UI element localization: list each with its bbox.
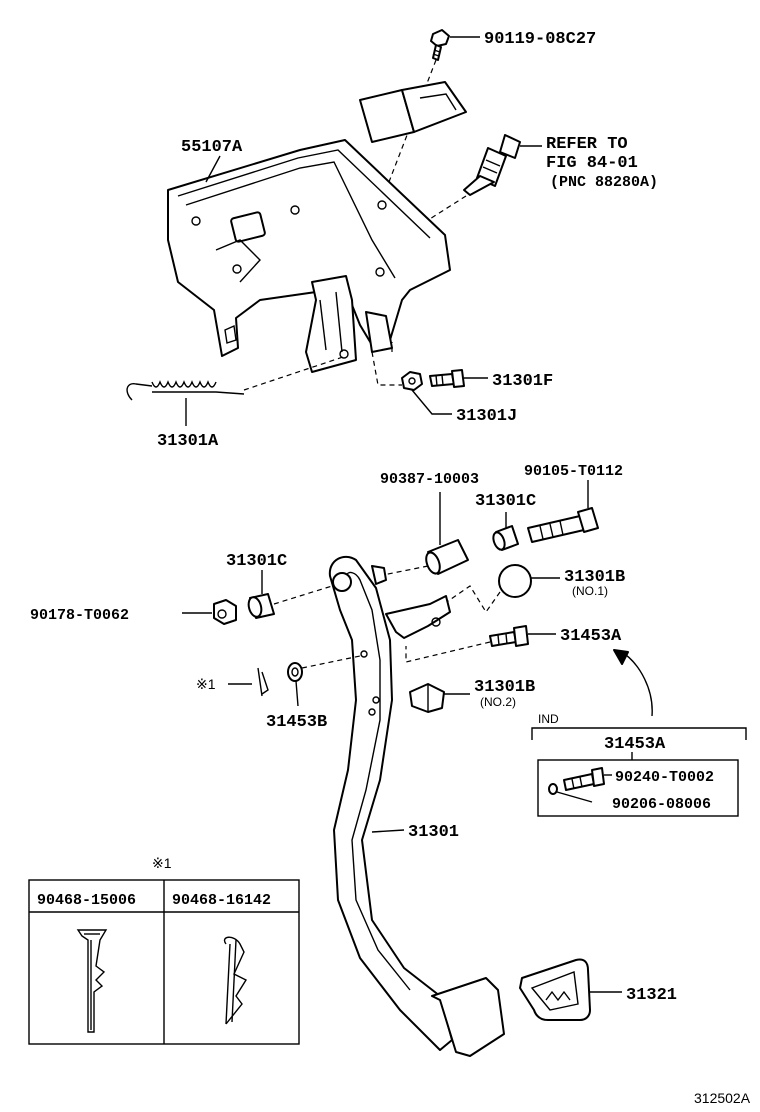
label-bolt-top: 90119-08C27 [484,30,596,49]
washer-31453b-icon [287,662,303,682]
cushion-31301b-no1-icon [498,564,532,598]
label-washer-b: 31453B [266,713,327,732]
label-stopper-b2-note: (NO.2) [480,695,516,709]
clip-90468-16142-icon [223,936,248,1025]
pedal-pad-31321-icon [519,958,591,1021]
figure-id: 312502A [694,1090,751,1106]
label-pin-90387: 90387-10003 [380,471,479,488]
label-pedal-arm: 31301 [408,823,459,842]
label-bush-c-left: 31301C [226,552,287,571]
sleeve-90387-icon [425,539,469,575]
washer-90206-icon [548,783,558,795]
label-bracket: 55107A [181,138,243,157]
label-clip-ref: ※1 [196,676,216,692]
return-spring-31301a-icon [126,380,245,401]
label-ind: IND [538,712,559,726]
nut-31301j-icon [401,371,423,391]
label-bush-c-right: 31301C [475,492,536,511]
clip-90468-15006-icon [76,929,108,1033]
nut-90178-icon [213,599,237,625]
label-nut-90178: 90178-T0062 [30,607,129,624]
ind-box [537,759,739,817]
bolt-90240-icon [563,767,605,791]
clip-icon [257,667,269,697]
switch-bracket-icon [359,81,467,143]
label-spring: 31301A [157,432,219,451]
bolt-90105-icon [527,507,599,543]
label-cushion-b1: 31301B [564,568,625,587]
label-clip-table-ref: ※1 [152,855,172,871]
label-refer-pnc: (PNC 88280A) [550,174,658,191]
label-pad: 31321 [626,986,677,1005]
label-bolt-90105: 90105-T0112 [524,463,623,480]
pedal-bracket-55107a-icon [167,139,451,373]
bolt-31301f-icon [429,369,465,388]
stopper-31301b-no2-icon [409,683,445,713]
label-ind-washer: 90206-08006 [612,796,711,813]
bush-31301c-right-icon [492,525,519,551]
bolt-31453a-icon [489,625,529,647]
label-refer-fig: FIG 84-01 [546,154,638,173]
label-bolt-f: 31301F [492,372,553,391]
label-clip-a: 90468-15006 [37,892,136,909]
bolt-90119-icon [430,29,450,61]
bush-31301c-left-icon [247,593,275,619]
label-stopper-b2: 31301B [474,678,535,697]
label-cushion-b1-note: (NO.1) [572,584,608,598]
label-ind-title: 31453A [604,735,666,754]
pedal-arm-31301-icon [328,555,505,1057]
label-clip-b: 90468-16142 [172,892,271,909]
label-bolt-31453a: 31453A [560,627,622,646]
label-ind-bolt: 90240-T0002 [615,769,714,786]
stop-lamp-switch-icon [463,134,521,196]
label-nut-j: 31301J [456,407,517,426]
label-refer-to: REFER TO [546,135,628,154]
